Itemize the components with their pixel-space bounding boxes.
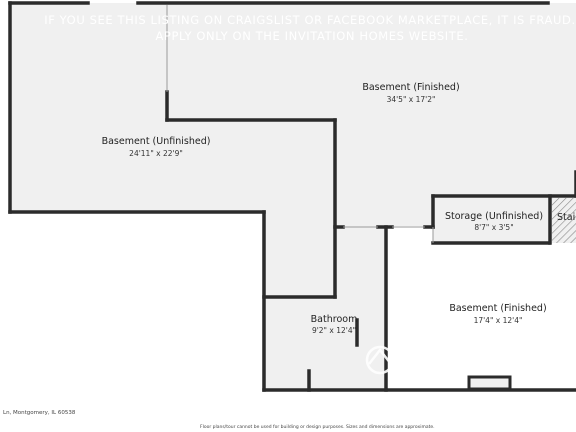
room-dims-basement-finished-bottom: 17'4" x 12'4" bbox=[474, 316, 523, 325]
room-dims-storage: 8'7" x 3'5" bbox=[474, 223, 513, 232]
property-address: Ln, Montgomery, IL 60538 bbox=[3, 410, 76, 416]
invitation-homes-logo: invitationhomes bbox=[365, 345, 539, 375]
room-label-basement-unfinished: Basement (Unfinished) bbox=[102, 136, 211, 147]
walls bbox=[8, 1, 576, 392]
stairs-hatch bbox=[552, 198, 576, 243]
room-label-basement-finished-top: Basement (Finished) bbox=[362, 82, 459, 93]
floor-register bbox=[467, 375, 512, 391]
floorplan-disclaimer: Floor plans/tour cannot be used for buil… bbox=[200, 425, 435, 430]
fraud-warning-line2: APPLY ONLY ON THE INVITATION HOMES WEBSI… bbox=[155, 29, 468, 43]
room-label-storage: Storage (Unfinished) bbox=[445, 211, 543, 222]
room-dims-basement-unfinished: 24'11" x 22'9" bbox=[129, 149, 183, 158]
room-label-stairs: Stai bbox=[557, 212, 575, 223]
storage-floor bbox=[433, 198, 549, 243]
room-label-basement-finished-bottom: Basement (Finished) bbox=[449, 303, 546, 314]
room-label-bathroom: Bathroom bbox=[311, 314, 358, 325]
room-dims-basement-finished-top: 34'5" x 17'2" bbox=[387, 95, 436, 104]
room-dims-bathroom: 9'2" x 12'4" bbox=[312, 326, 356, 335]
door-openings bbox=[166, 5, 434, 243]
fraud-warning-line1: IF YOU SEE THIS LISTING ON CRAIGSLIST OR… bbox=[44, 13, 576, 27]
floor-fill bbox=[10, 3, 576, 390]
house-logo-icon bbox=[365, 345, 395, 375]
logo-wordmark: invitationhomes bbox=[402, 352, 539, 372]
